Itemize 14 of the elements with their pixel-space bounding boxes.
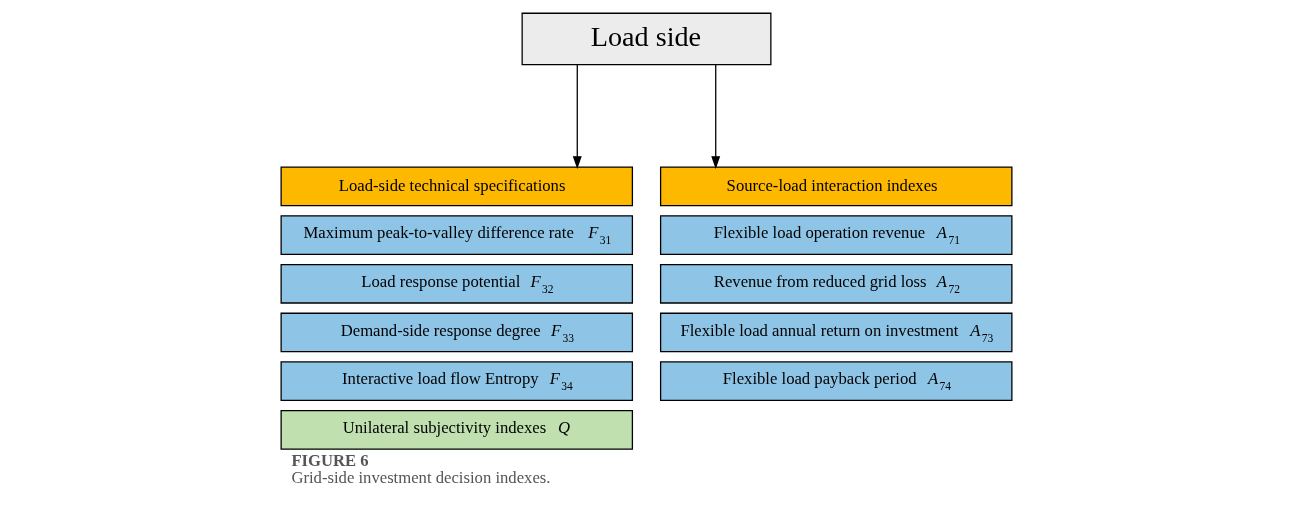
node-box: Load response potential F$_{32}$ — [280, 263, 634, 304]
node-box: Flexible load payback period A$_{74}$ — [659, 361, 1013, 402]
node-box: Unilateral subjectivity indexes Q — [280, 410, 634, 450]
arrow — [572, 63, 582, 169]
node-box: Load side — [521, 12, 772, 66]
node-box: Source-load interaction indexes — [659, 166, 1013, 207]
node-box: Flexible load annual return on investment A$_{73}$ — [659, 312, 1013, 353]
node-box: Flexible load operation revenue A$_{71}$ — [659, 215, 1013, 255]
node-box: Load-side technical specifications — [280, 166, 634, 207]
arrow — [711, 63, 721, 169]
node-box: Interactive load flow Entropy F$_{34}$ — [280, 361, 634, 402]
node-box: Maximum peak-to-valley difference rate F$_{31}$ — [280, 215, 634, 255]
node-box: Demand-side response degree F$_{33}$ — [280, 312, 634, 353]
node-box: Revenue from reduced grid loss A$_{72}$ — [659, 263, 1013, 304]
